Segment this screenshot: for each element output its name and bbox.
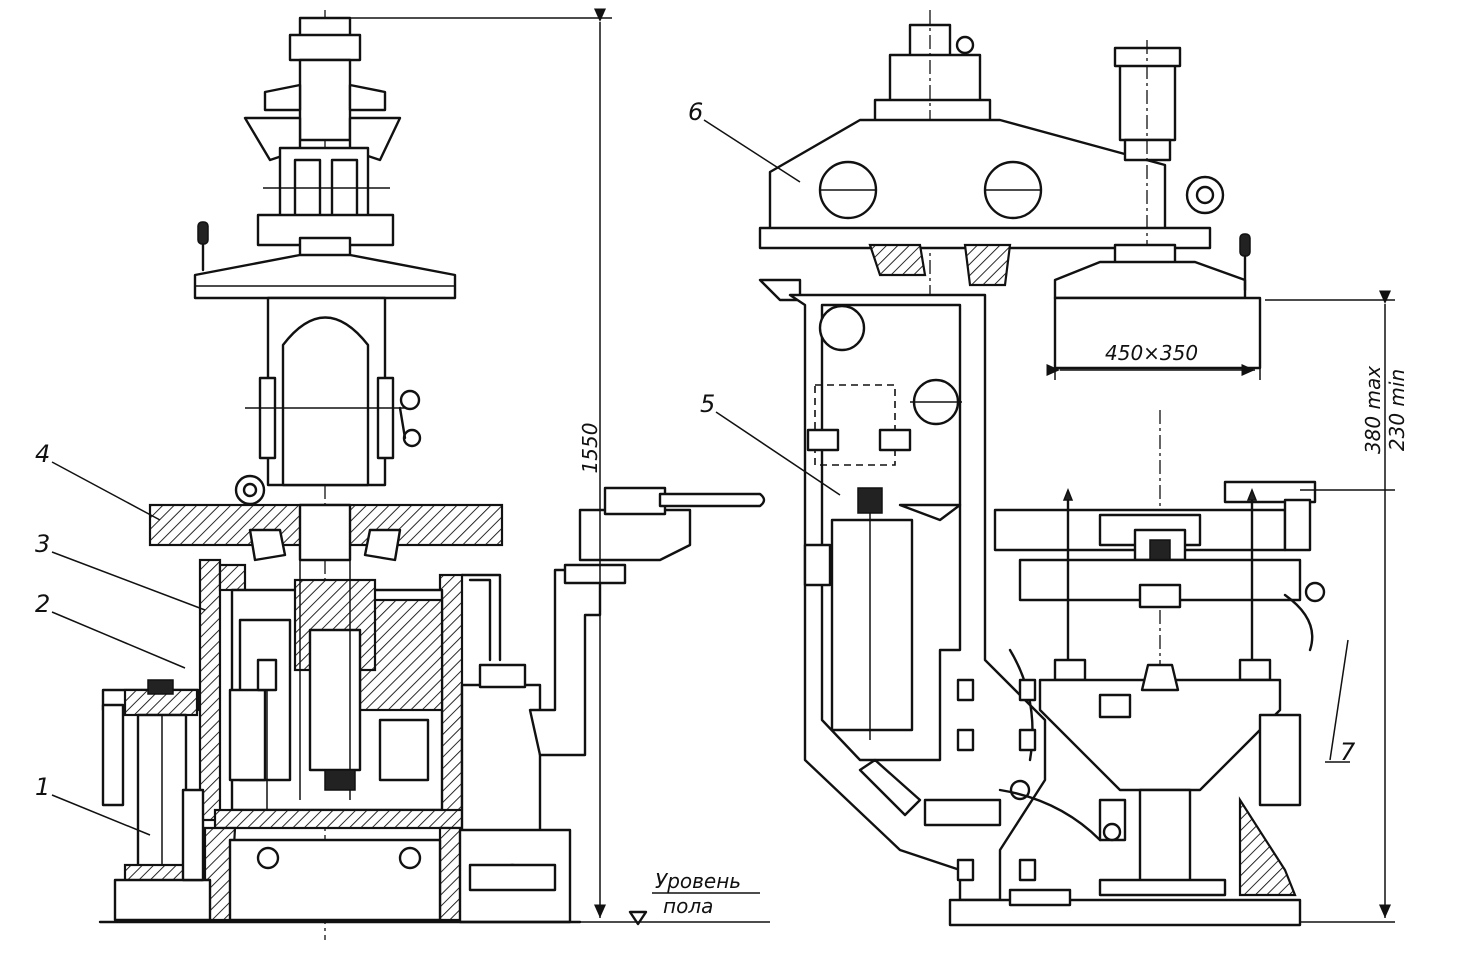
left-column <box>234 296 422 506</box>
dimension-table: 450×350 <box>1046 341 1261 380</box>
dimension-stroke: 380 max 230 min <box>1265 290 1409 923</box>
crossbeam <box>758 118 1225 287</box>
callout-1: 1 <box>35 773 50 801</box>
callout-5: 5 <box>700 390 715 418</box>
right-view <box>758 10 1326 927</box>
left-view <box>98 10 766 940</box>
dimension-height-label: 1550 <box>578 423 602 474</box>
right-base <box>948 878 1302 927</box>
left-table-handle <box>197 221 209 272</box>
left-hydraulic-piping <box>458 486 766 924</box>
left-round-table <box>193 253 457 300</box>
floor-label-line2: пола <box>663 894 713 918</box>
callout-3: 3 <box>35 530 50 558</box>
left-callouts: 4 3 2 1 <box>35 440 206 836</box>
callout-7: 7 <box>1340 738 1356 766</box>
dimension-stroke-max: 380 max <box>1361 366 1385 454</box>
callout-2: 2 <box>35 590 50 618</box>
right-fixture <box>993 410 1326 897</box>
right-callouts: 6 5 7 <box>688 98 1356 766</box>
dimension-table-label: 450×350 <box>1105 341 1198 365</box>
floor-level-label: Уровень пола <box>652 869 760 918</box>
callout-4: 4 <box>35 440 50 468</box>
left-spindle-head <box>243 10 402 940</box>
right-frame-bolts <box>923 678 1102 882</box>
right-frame <box>758 278 1047 902</box>
left-pump-unit <box>101 679 212 922</box>
floor-label-line1: Уровень <box>655 869 741 893</box>
right-second-spindle <box>1053 40 1251 300</box>
right-spindle-head <box>873 10 992 300</box>
dimension-stroke-min: 230 min <box>1385 369 1409 451</box>
dimension-height: 1550 <box>335 8 770 926</box>
callout-6: 6 <box>688 98 703 126</box>
